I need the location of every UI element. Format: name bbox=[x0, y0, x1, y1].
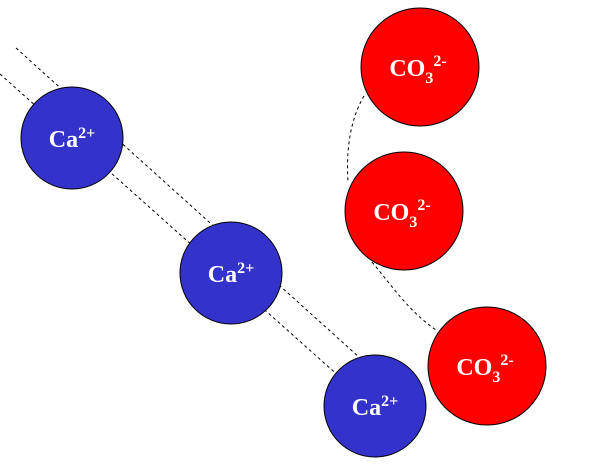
calcium-ion-circle bbox=[20, 86, 124, 190]
carbonate-ion-2: CO32- bbox=[344, 151, 464, 271]
calcium-guide-line-upper bbox=[15, 47, 361, 359]
carbonate-ion-1: CO32- bbox=[360, 7, 480, 127]
carbonate-ion-circle bbox=[427, 306, 547, 426]
calcium-ion-circle bbox=[179, 221, 283, 325]
calcium-ion-1: Ca2+ bbox=[20, 86, 124, 190]
calcium-ion-3: Ca2+ bbox=[323, 354, 427, 458]
carbonate-ion-circle bbox=[360, 7, 480, 127]
calcium-ion-label: Ca2+ bbox=[208, 260, 254, 288]
carbonate-ion-label: CO32- bbox=[456, 352, 513, 386]
carbonate-ion-3: CO32- bbox=[427, 306, 547, 426]
carbonate-ion-label: CO32- bbox=[373, 197, 430, 231]
carbonate-chain-guide-curve bbox=[347, 95, 437, 331]
carbonate-ion-label: CO32- bbox=[389, 53, 446, 87]
calcium-ion-circle bbox=[323, 354, 427, 458]
carbonate-ion-circle bbox=[344, 151, 464, 271]
calcium-ion-label: Ca2+ bbox=[49, 125, 95, 153]
calcium-ion-2: Ca2+ bbox=[179, 221, 283, 325]
calcium-ion-label: Ca2+ bbox=[352, 393, 398, 421]
